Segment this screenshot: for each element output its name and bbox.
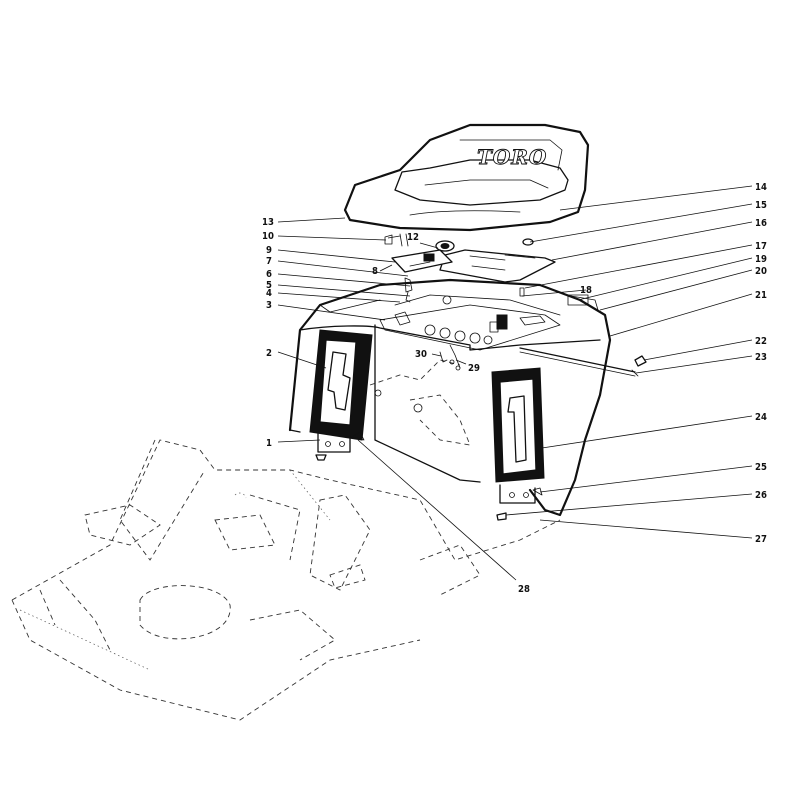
seat-logo: TORO	[477, 145, 547, 169]
callout-23: 23	[755, 352, 767, 363]
callout-5: 5	[266, 280, 272, 291]
callout-21: 21	[755, 290, 767, 301]
callout-17: 17	[755, 241, 767, 252]
callout-labels: 1 2 3 4 5 6 7 8 9 10 12 13 14 15 16 17 1…	[262, 182, 767, 595]
callout-6: 6	[266, 269, 272, 280]
callout-22: 22	[755, 336, 767, 347]
chassis-frame	[11, 439, 561, 721]
callout-29: 29	[468, 363, 480, 374]
callout-2: 2	[266, 348, 272, 359]
rod-and-clip	[519, 347, 647, 377]
callout-25: 25	[755, 462, 767, 473]
callout-27: 27	[755, 534, 767, 545]
right-bracket	[496, 484, 543, 521]
callout-9: 9	[266, 245, 272, 256]
seat-adjust-assembly	[384, 233, 534, 303]
small-fasteners	[439, 344, 461, 371]
leader-lines	[277, 185, 753, 581]
callout-28: 28	[518, 584, 530, 595]
callout-4: 4	[266, 288, 272, 299]
callout-12: 12	[407, 232, 419, 243]
callout-30: 30	[415, 349, 427, 360]
callout-24: 24	[755, 412, 767, 423]
callout-26: 26	[755, 490, 767, 501]
callout-15: 15	[755, 200, 767, 211]
seat: TORO	[343, 123, 590, 232]
rear-fender-body	[288, 278, 612, 517]
right-decal-panel	[491, 367, 545, 483]
console-top	[394, 295, 546, 345]
callout-13: 13	[262, 217, 274, 228]
callout-16: 16	[755, 218, 767, 229]
callout-3: 3	[266, 300, 272, 311]
callout-8: 8	[372, 266, 378, 277]
seat-pivot-bracket	[439, 249, 556, 283]
callout-14: 14	[755, 182, 767, 193]
left-decal-panel	[309, 329, 373, 441]
callout-10: 10	[262, 231, 274, 242]
callout-1: 1	[266, 438, 272, 449]
callout-7: 7	[266, 256, 272, 267]
callout-19: 19	[755, 254, 767, 265]
callout-18: 18	[580, 285, 592, 296]
left-bracket	[315, 431, 365, 461]
callout-20: 20	[755, 266, 767, 277]
